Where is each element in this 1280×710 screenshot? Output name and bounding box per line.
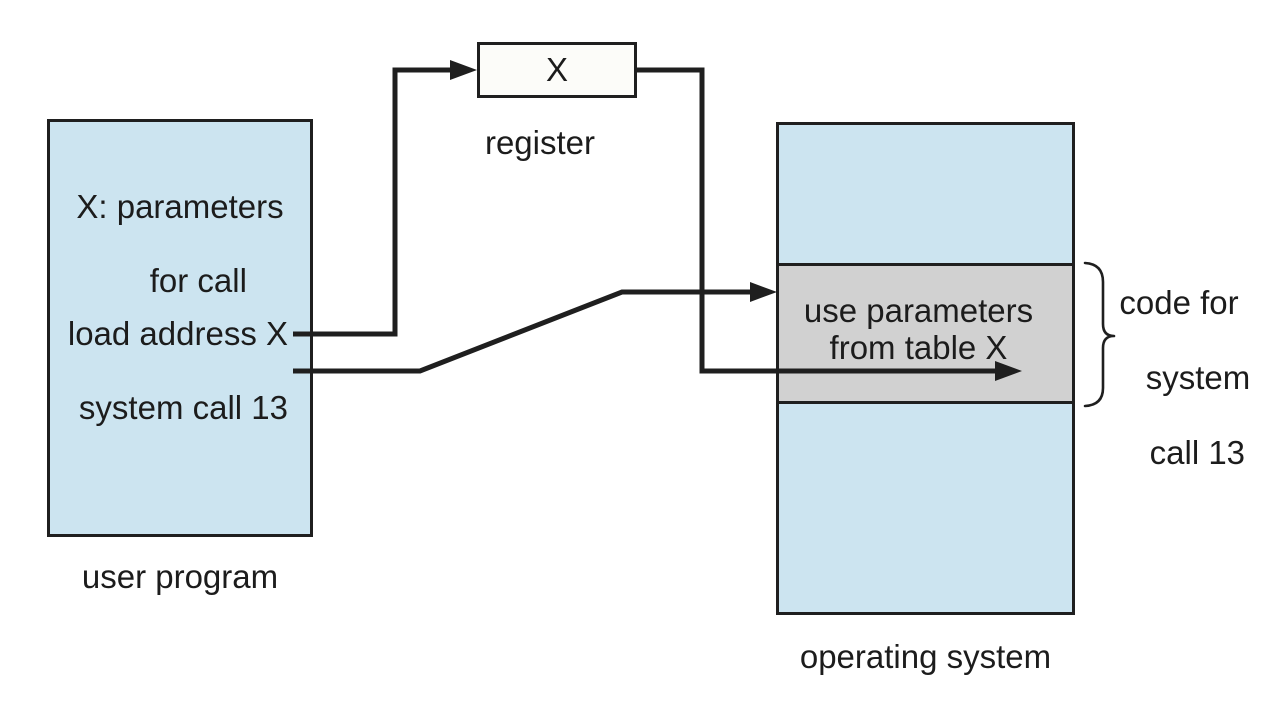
handler-line2: from table X (829, 329, 1008, 366)
user-program-box (47, 119, 313, 537)
register-value: X (545, 51, 568, 88)
system-call-code-block: use parameters from table X (776, 263, 1075, 404)
arrow-load-address-to-register (293, 60, 477, 337)
brace-label-line3: call 13 (1149, 434, 1246, 471)
operating-system-caption: operating system (799, 638, 1052, 675)
register-box: X (477, 42, 637, 98)
brace-label-line2: system (1145, 359, 1251, 396)
user-program-caption: user program (81, 558, 279, 595)
parameters-note: X: parameters for call (47, 188, 313, 299)
instruction-load-address: load address X (67, 315, 288, 352)
arrowhead-icon (450, 60, 477, 80)
register-caption: register (484, 124, 596, 161)
parameters-note-line2: for call (149, 262, 247, 299)
arrowhead-icon (750, 282, 777, 302)
arrow-system-call-to-os (293, 282, 777, 374)
brace-label: code for system call 13 (1109, 284, 1251, 472)
handler-line1: use parameters (803, 292, 1034, 329)
program-instructions: load address X system call 13 (42, 315, 288, 426)
brace-label-line1: code for (1119, 284, 1239, 321)
parameters-note-line1: X: parameters (76, 188, 284, 225)
instruction-system-call: system call 13 (78, 389, 288, 426)
